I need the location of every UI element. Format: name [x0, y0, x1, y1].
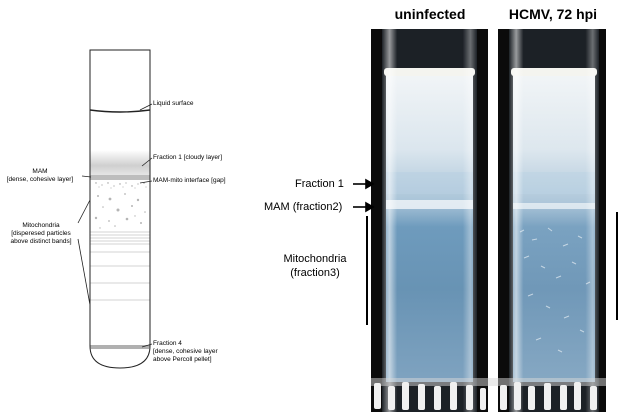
label-fraction4-desc2: above Percoll pellet] — [153, 356, 212, 363]
label-mito-photo-2: (fraction3) — [290, 267, 340, 279]
label-fraction1-schematic: Fraction 1 [cloudy layer] — [153, 154, 223, 161]
mam-band — [90, 175, 150, 180]
tube-outline — [89, 49, 151, 369]
left-glass-shine — [382, 29, 477, 412]
photo-arrows — [353, 178, 375, 213]
tube-schematic — [77, 49, 153, 369]
schematic-arrows — [77, 103, 153, 348]
label-fraction4: Fraction 4 — [153, 340, 182, 347]
label-uninfected: uninfected — [394, 6, 466, 22]
tube-photograph — [353, 29, 618, 412]
label-mito-title: Mitochondria — [22, 222, 60, 229]
label-mito-desc1: [disperesed particles — [11, 230, 71, 237]
label-hcmv: HCMV, 72 hpi — [508, 6, 598, 22]
mito-particles — [94, 193, 146, 229]
label-mam-title: MAM — [32, 168, 48, 175]
label-liquid-surface: Liquid surface — [153, 100, 194, 107]
label-mito-desc2: above distinct bands] — [10, 238, 72, 245]
fraction1-layer — [90, 150, 150, 176]
label-fraction1-photo: Fraction 1 — [295, 178, 344, 190]
interface-speckles — [95, 182, 147, 189]
label-fraction4-desc1: [dense, cohesive layer — [153, 348, 218, 355]
right-glass-shine — [509, 29, 599, 412]
label-mam-photo: MAM (fraction2) — [264, 201, 343, 213]
fraction4-band — [90, 345, 150, 349]
label-mito-photo-1: Mitochondria — [283, 253, 347, 265]
label-interface: MAM-mito interface [gap] — [153, 177, 226, 184]
liquid-surface-line — [89, 109, 151, 113]
tube-rack — [371, 378, 606, 410]
label-mam-desc: [dense, cohesive layer] — [6, 176, 74, 183]
mito-bands — [90, 231, 150, 301]
